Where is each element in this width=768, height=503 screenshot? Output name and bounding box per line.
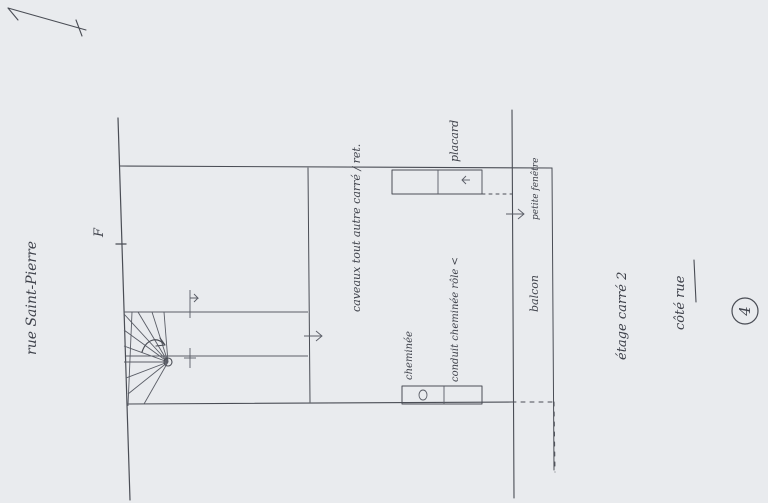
spiral-staircase [123,311,308,407]
label-chimney: cheminée [404,331,415,380]
direction-arrows [184,175,525,368]
label-placard: placard [448,120,461,162]
sheet-number: 4 [736,306,754,317]
building-outline [115,109,557,501]
top-wall [119,165,553,169]
label-balcony: balcon [528,275,541,312]
sheet-number-badge: 4 [731,297,759,325]
label-floor: étage carré 2 [615,272,630,360]
right-wall [511,109,515,499]
interior-wall [307,167,311,403]
north-arrow [7,7,87,37]
balcony-edge [551,167,555,471]
label-window-right: petite fenêtre [530,158,541,220]
left-street-wall [117,117,131,501]
label-beams: caveaux tout autre carré / ret. [350,144,363,312]
placard-cupboard [391,169,513,195]
chimney-block [401,385,483,405]
bottom-wall [127,401,513,405]
label-chimney-flue: conduit cheminée rôle < [450,257,461,382]
label-street: rue Saint-Pierre [24,241,40,355]
label-north-marker: F [92,227,107,238]
label-side: côté rue [673,275,688,330]
